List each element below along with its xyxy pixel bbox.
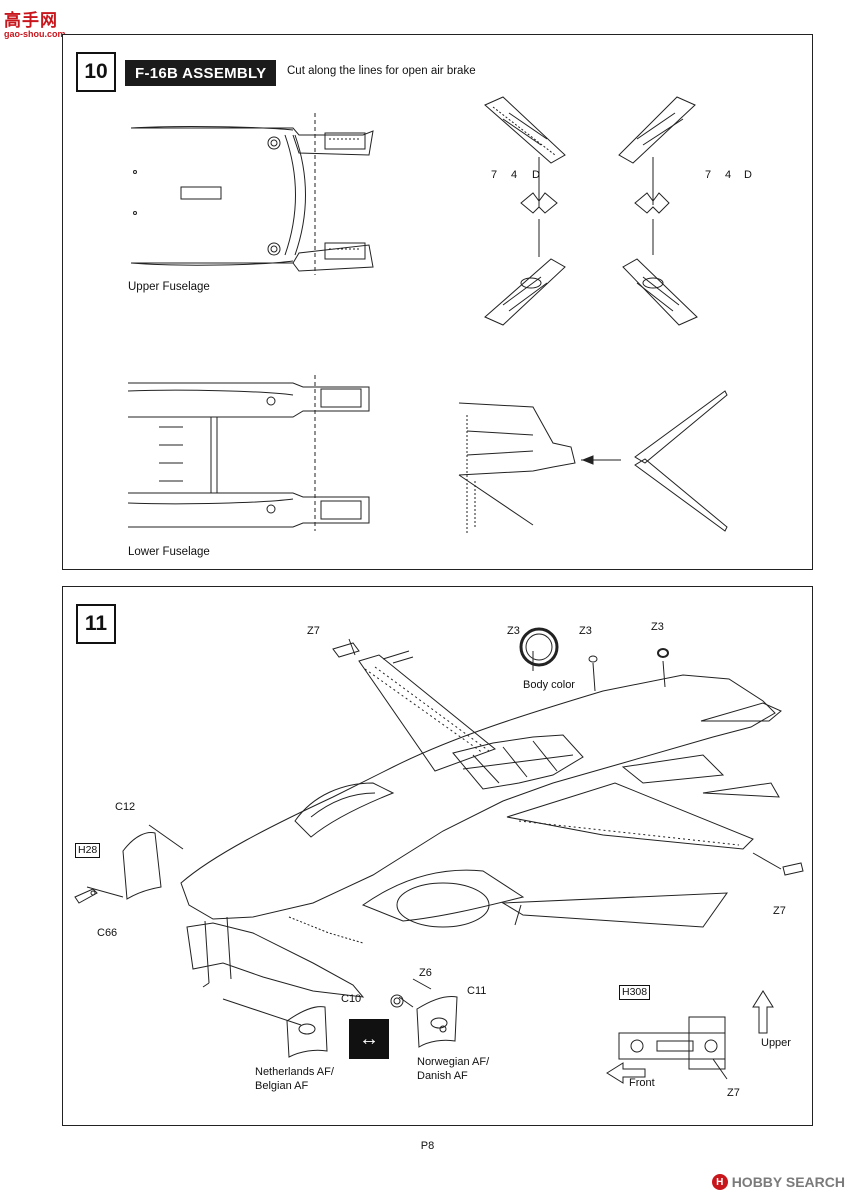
z7-drawings	[332, 642, 804, 876]
part-c12-drawing	[122, 832, 162, 900]
label-z6: Z6	[419, 967, 432, 979]
left-callout-d: D	[532, 169, 540, 181]
right-callout-4: 4	[725, 169, 732, 181]
watermark-logo: 高手网 gao-shou.com	[4, 6, 66, 39]
part-c11-drawing	[416, 996, 458, 1048]
lower-fuselage-caption: Lower Fuselage	[128, 546, 210, 558]
netherlands-line-1: Netherlands AF/	[255, 1066, 334, 1078]
label-z3-mid: Z3	[579, 625, 592, 637]
netherlands-caption: Netherlands AF/ Belgian AF	[255, 1065, 334, 1093]
z3-ring-drawing	[519, 627, 559, 667]
hobby-search-watermark: H HOBBY SEARCH	[711, 1174, 845, 1190]
airframe-drawing	[86, 638, 782, 1026]
label-z3-right: Z3	[651, 621, 664, 633]
step-11-drawing	[74, 627, 804, 1084]
front-arrow-icon	[606, 1062, 646, 1084]
upper-fuselage-caption: Upper Fuselage	[128, 281, 210, 293]
tail-section-drawing	[458, 390, 728, 535]
watermark-chinese: 高手网	[4, 11, 58, 31]
z3-small-drawings	[588, 648, 669, 663]
watermark-url: gao-shou.com	[4, 29, 66, 39]
norwegian-line-2: Danish AF	[417, 1070, 468, 1082]
norwegian-line-1: Norwegian AF/	[417, 1056, 490, 1068]
step-10-title: F-16B ASSEMBLY	[125, 60, 277, 86]
step-11-number: 11	[76, 604, 116, 644]
left-callout-7: 7	[491, 169, 498, 181]
airbrake-right-drawing	[618, 96, 698, 326]
netherlands-line-2: Belgian AF	[255, 1080, 309, 1092]
upper-fuselage-drawing	[130, 113, 374, 275]
label-body-color: Body color	[523, 679, 575, 691]
airbrake-left-drawing	[484, 96, 566, 326]
label-h28: H28	[75, 843, 101, 858]
label-z7-top: Z7	[307, 625, 320, 637]
step-11-panel: 11	[62, 586, 813, 1126]
step-10-drawing	[127, 96, 728, 535]
hobby-search-logo-icon: H	[711, 1174, 728, 1190]
double-arrow-icon: ↔	[349, 1019, 389, 1059]
part-h28-drawing	[74, 888, 98, 904]
hobby-search-text: HOBBY SEARCH	[731, 1174, 845, 1190]
label-z7-right: Z7	[773, 905, 786, 917]
step-10-number: 10	[76, 52, 116, 92]
upper-label: Upper	[761, 1037, 791, 1049]
label-c10: C10	[341, 993, 362, 1005]
step-10-panel: 10 F-16B ASSEMBLY Cut along the lines fo…	[62, 34, 813, 570]
label-c11: C11	[467, 985, 487, 997]
left-callout-4: 4	[511, 169, 518, 181]
label-z7-bottom: Z7	[727, 1087, 740, 1099]
lower-fuselage-drawing	[127, 375, 370, 531]
label-h308: H308	[619, 985, 651, 1000]
label-c66: C66	[97, 927, 118, 939]
page-number: P8	[420, 1140, 435, 1152]
part-z6-drawing	[390, 994, 404, 1008]
part-z7-panel-drawing	[618, 1016, 728, 1080]
norwegian-caption: Norwegian AF/ Danish AF	[417, 1055, 489, 1083]
front-label: Front	[629, 1077, 655, 1089]
label-c12: C12	[115, 801, 136, 813]
part-c10-drawing	[286, 1006, 328, 1058]
right-callout-7: 7	[705, 169, 712, 181]
upper-arrow-icon	[752, 990, 774, 1034]
right-callout-d: D	[744, 169, 752, 181]
step-10-note: Cut along the lines for open air brake	[287, 65, 476, 77]
label-z3-ring: Z3	[507, 625, 520, 637]
